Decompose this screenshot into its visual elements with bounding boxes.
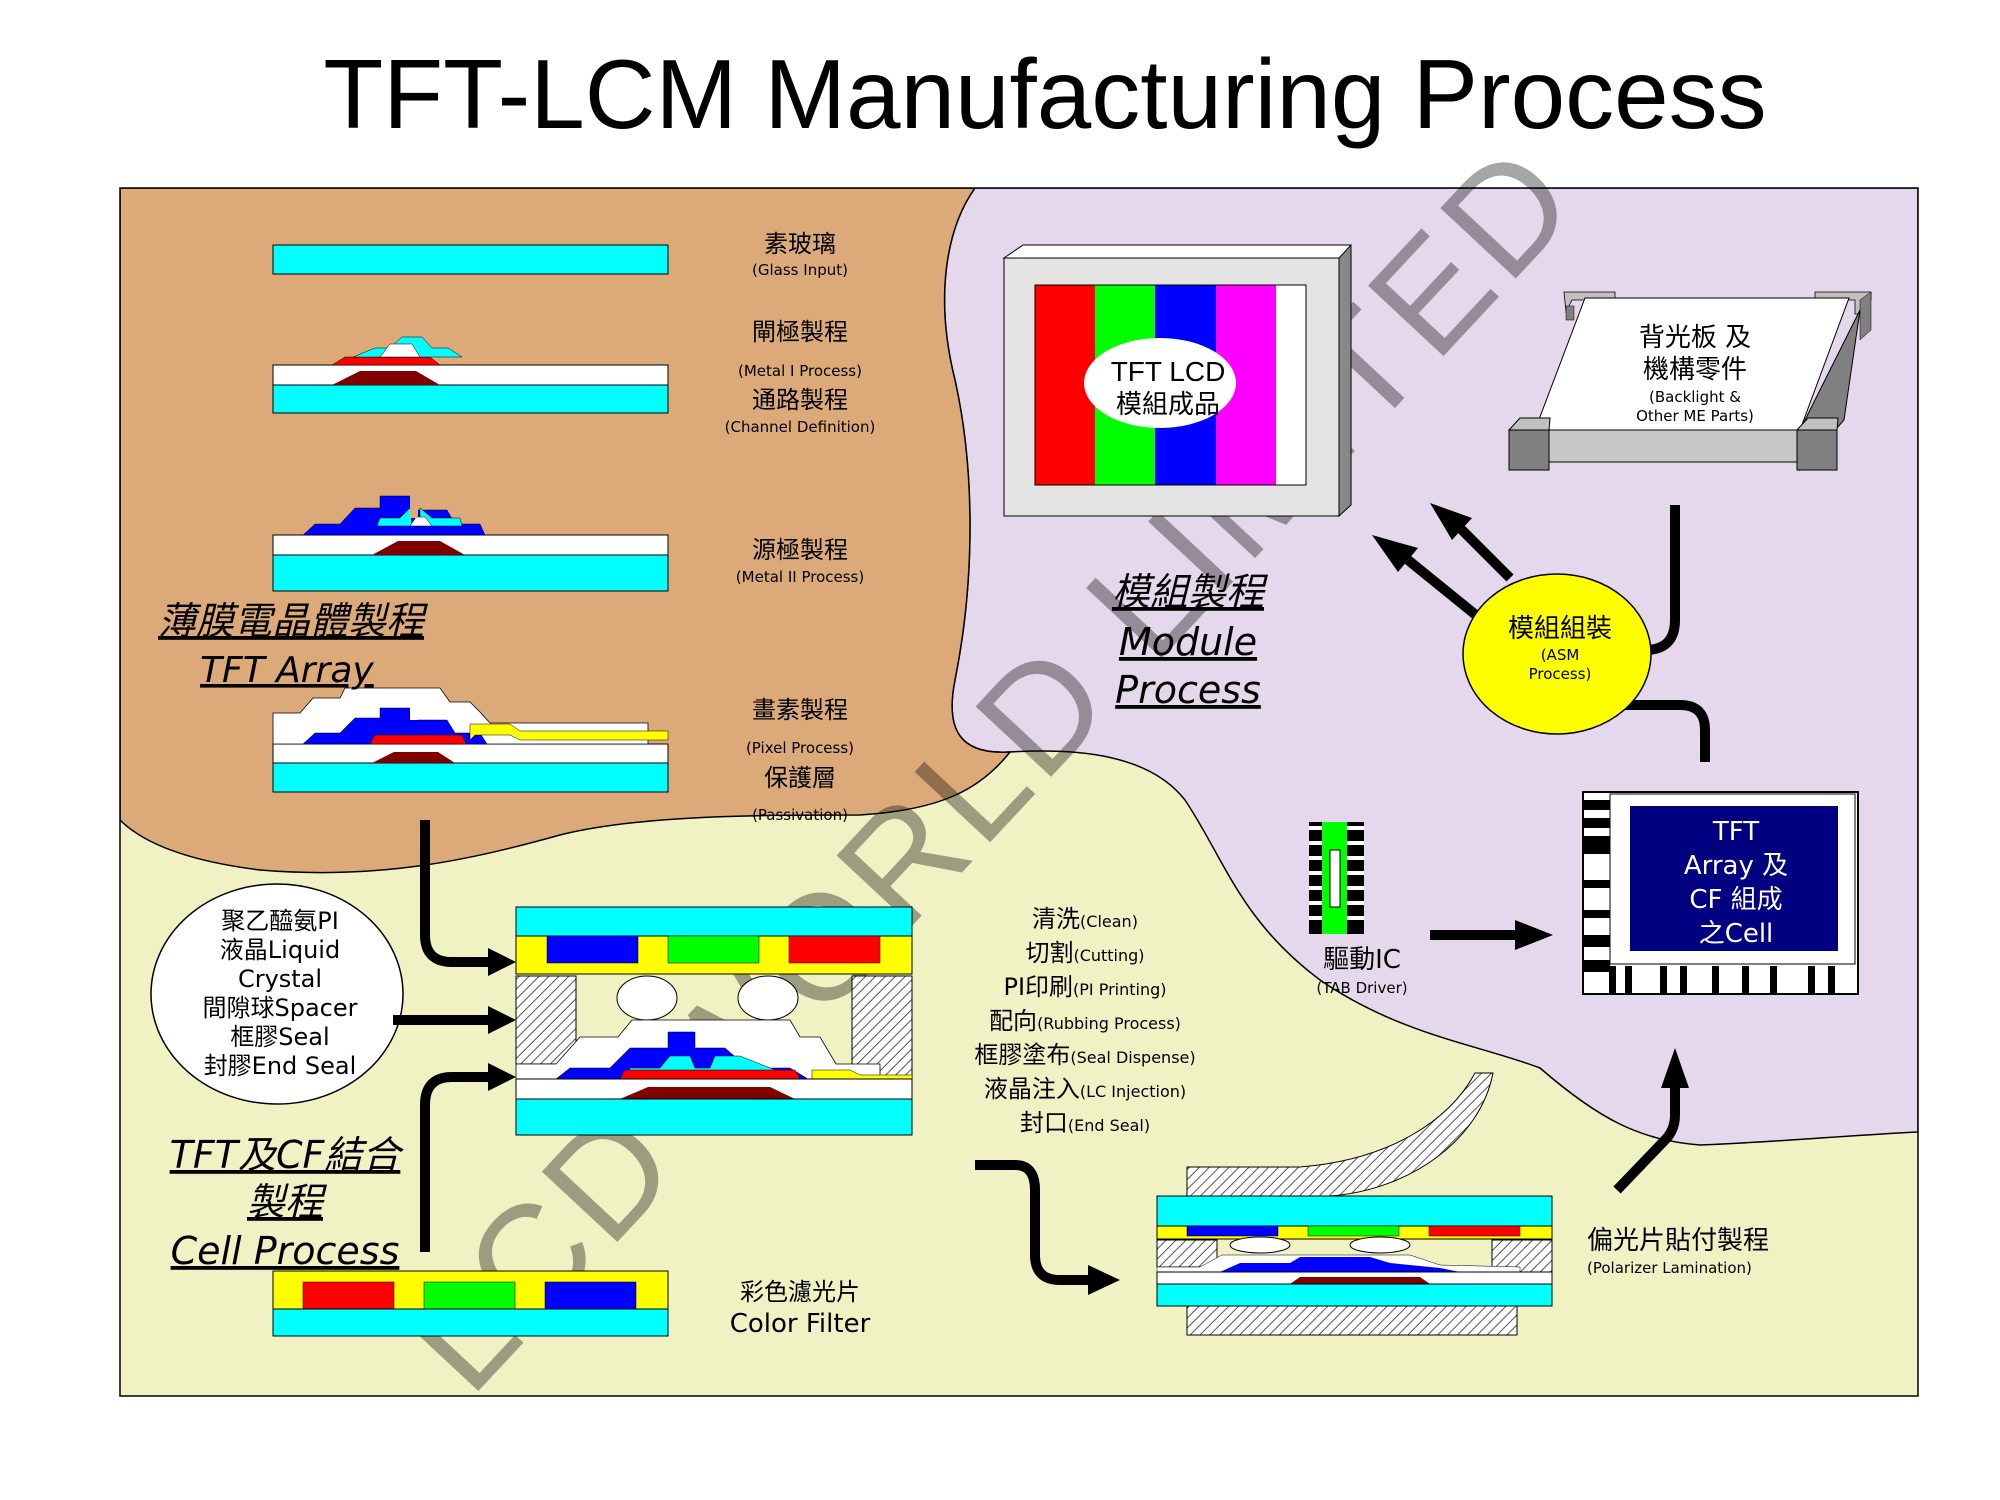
- material-pi: 聚乙醯氨PI: [221, 907, 339, 935]
- material-seal: 框膠Seal: [230, 1023, 329, 1051]
- cell-step: 液晶注入(LC Injection): [984, 1075, 1186, 1103]
- driver-en: (TAB Driver): [1316, 979, 1407, 997]
- cell-heading-cn-2: 製程: [247, 1180, 328, 1224]
- material-end-seal: 封膠End Seal: [204, 1052, 357, 1080]
- arrowhead-icon: [1515, 920, 1553, 950]
- tab-driver-ic: [1309, 822, 1364, 934]
- arrow-polarizer-to-module: [1613, 1085, 1680, 1194]
- arrow-to-polarizer: [975, 1160, 1090, 1285]
- cell-heading-cn-1: TFT及CF結合: [170, 1133, 405, 1177]
- cell-cross-section-diagram: [515, 906, 913, 1136]
- tft-array-heading-en: TFT Array: [200, 650, 374, 691]
- step-passivation-cn: 保護層: [764, 764, 836, 792]
- step-glass-en: (Glass Input): [752, 261, 848, 279]
- module-heading-cn: 模組製程: [1112, 570, 1269, 614]
- arrow-asm-to-product-2: [1456, 524, 1514, 582]
- step-pixel-en: (Pixel Process): [746, 739, 854, 757]
- pixel-diagram: [272, 687, 669, 793]
- module-heading-en-1: Module: [1119, 620, 1257, 664]
- product-line1: TFT LCD: [1111, 356, 1226, 387]
- step-metal2-cn: 源極製程: [752, 536, 848, 564]
- arrow-cf-to-cell: [420, 1072, 490, 1252]
- page-title: TFT-LCM Manufacturing Process: [323, 39, 1766, 149]
- cell-module-line2: Array 及: [1684, 851, 1788, 881]
- module-heading-en-2: Process: [1115, 668, 1261, 712]
- step-metal2-en: (Metal II Process): [736, 568, 864, 586]
- backlight-cn-1: 背光板 及: [1639, 323, 1751, 353]
- tft-array-section: 素玻璃 (Glass Input) 閘極製程 (Metal I Process)…: [158, 230, 875, 824]
- arrow-tft-to-cell: [420, 820, 490, 967]
- module-process-section: TFT LCD 模組成品 背光板 及 機構零件 (Backlight & Oth…: [1002, 243, 1872, 997]
- cell-module-line4: 之Cell: [1699, 919, 1774, 949]
- color-filter-diagram: [272, 1270, 669, 1337]
- step-glass-cn: 素玻璃: [764, 230, 836, 258]
- glass-input-diagram: [272, 244, 669, 275]
- materials-bubble: [150, 883, 404, 1105]
- step-channel-en: (Channel Definition): [725, 418, 876, 436]
- arrowhead-icon: [488, 948, 516, 976]
- driver-cn: 驅動IC: [1323, 945, 1401, 975]
- step-metal1-cn: 閘極製程: [752, 318, 848, 346]
- polarizer-cn: 偏光片貼付製程: [1587, 1226, 1769, 1256]
- color-filter-en: Color Filter: [730, 1309, 871, 1339]
- arrowhead-icon: [1430, 503, 1472, 540]
- arrowhead-icon: [488, 1006, 516, 1034]
- asm-en-2: Process): [1529, 665, 1592, 683]
- cell-process-section: 聚乙醯氨PI 液晶Liquid Crystal 間隙球Spacer 框膠Seal…: [150, 820, 1769, 1339]
- polarizer-diagram: [1156, 1072, 1553, 1336]
- backlight-en-2: Other ME Parts): [1636, 407, 1754, 425]
- cell-module-line3: CF 組成: [1689, 885, 1782, 915]
- arrow-cell-to-asm: [1625, 700, 1710, 762]
- step-metal1-en: (Metal I Process): [738, 362, 862, 380]
- step-channel-cn: 通路製程: [752, 386, 848, 414]
- frame-border: [119, 187, 1919, 1397]
- color-filter-cn: 彩色濾光片: [740, 1278, 860, 1306]
- asm-en-1: (ASM: [1541, 646, 1580, 664]
- cell-step: 配向(Rubbing Process): [989, 1007, 1181, 1035]
- material-lc: 液晶Liquid: [220, 936, 340, 964]
- product-line2: 模組成品: [1116, 390, 1220, 420]
- backlight-parts: [1507, 291, 1872, 472]
- step-pixel-cn: 畫素製程: [752, 696, 848, 724]
- arrowhead-icon: [1372, 535, 1418, 572]
- step-passivation-en: (Passivation): [752, 806, 848, 824]
- cell-module-with-tab: [1582, 791, 1859, 995]
- backlight-en-1: (Backlight &: [1649, 388, 1741, 406]
- arrowhead-icon: [1661, 1048, 1689, 1088]
- arrow-asm-to-product: [1404, 556, 1486, 624]
- cell-step: 框膠塗布(Seal Dispense): [974, 1041, 1195, 1069]
- metal2-diagram: [272, 495, 669, 592]
- metal1-diagram: [272, 336, 669, 414]
- backlight-cn-2: 機構零件: [1643, 355, 1747, 385]
- tft-array-heading-cn: 薄膜電晶體製程: [158, 599, 429, 643]
- arrowhead-icon: [488, 1063, 516, 1091]
- material-spacer: 間隙球Spacer: [202, 994, 357, 1022]
- cell-step: PI印刷(PI Printing): [1003, 973, 1166, 1001]
- cell-step: 切割(Cutting): [1025, 939, 1144, 967]
- cell-steps-list: 清洗(Clean) 切割(Cutting) PI印刷(PI Printing) …: [974, 905, 1195, 1137]
- material-lc-2: Crystal: [238, 965, 322, 993]
- asm-process-circle: [1462, 573, 1652, 735]
- arrowhead-icon: [1088, 1265, 1120, 1295]
- cell-step: 清洗(Clean): [1032, 905, 1138, 933]
- cell-module-line1: TFT: [1712, 817, 1759, 847]
- polarizer-en: (Polarizer Lamination): [1587, 1259, 1752, 1277]
- cell-step: 封口(End Seal): [1020, 1109, 1150, 1137]
- lcd-module-product: [1002, 243, 1352, 518]
- asm-cn: 模組組裝: [1508, 614, 1612, 644]
- cell-heading-en: Cell Process: [171, 1229, 400, 1273]
